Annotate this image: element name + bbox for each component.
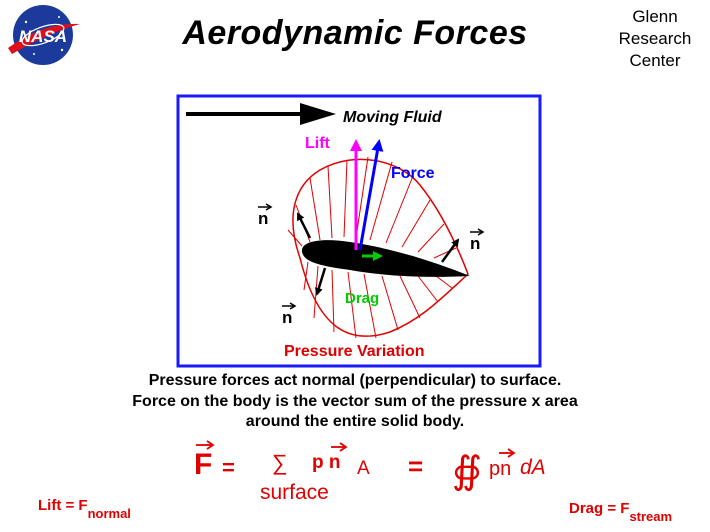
center-name-line-3: Center <box>629 51 681 70</box>
normal-label-upper-left: n <box>258 203 273 228</box>
lift-definition-subscript: normal <box>87 506 131 521</box>
caption-line-3: around the entire solid body. <box>245 413 465 430</box>
lift-label: Lift <box>305 135 331 152</box>
eq-force-symbol: F <box>194 448 213 481</box>
eq-pn-vector: pn <box>489 458 512 480</box>
vector-bars <box>196 440 516 458</box>
drag-label: Drag <box>345 290 379 307</box>
diagram-frame <box>176 94 542 368</box>
svg-text:n: n <box>258 209 268 228</box>
eq-dA: dA <box>520 456 546 479</box>
airfoil <box>301 240 470 277</box>
pressure-label: Pressure Variation <box>284 343 425 360</box>
caption-line-1: Pressure forces act normal (perpendicula… <box>148 372 562 389</box>
normal-arrow-lower-left <box>314 267 327 296</box>
pressure-envelope <box>292 158 469 337</box>
drag-definition: Drag = Fstream <box>569 500 672 524</box>
nasa-logo-text: NASA <box>19 27 67 46</box>
page-title: Aerodynamic Forces <box>182 14 528 52</box>
eq-equals-2: = <box>408 451 424 481</box>
normal-arrow-right <box>440 238 460 263</box>
normal-label-right: n <box>470 228 485 253</box>
force-label: Force <box>391 165 435 182</box>
center-name-line-2: Research <box>618 29 692 48</box>
svg-text:n: n <box>470 234 480 253</box>
lift-definition-main: Lift = F <box>38 497 88 514</box>
force-arrow <box>358 139 384 251</box>
normal-label-lower-left: n <box>282 302 297 327</box>
eq-pn: p n <box>312 452 341 473</box>
pressure-lines <box>287 156 457 339</box>
svg-text:n: n <box>282 308 292 327</box>
center-name-line-1: Glenn <box>632 7 678 26</box>
nasa-logo: NASA <box>8 5 80 65</box>
eq-surface-label: surface <box>260 481 329 504</box>
normal-arrow-upper-left <box>296 212 312 239</box>
eq-surface-integral: ∯ <box>452 450 482 492</box>
flow-arrow-head <box>300 103 336 125</box>
eq-sum-symbol: ∑ <box>272 450 288 475</box>
lift-definition: Lift = Fnormal <box>38 497 131 521</box>
eq-area-symbol: A <box>357 458 370 479</box>
caption-line-2: Force on the body is the vector sum of t… <box>132 393 578 410</box>
drag-definition-main: Drag = F <box>569 500 630 517</box>
drag-definition-subscript: stream <box>629 509 673 524</box>
eq-equals-1: = <box>222 455 235 480</box>
center-name: Glenn Research Center <box>600 6 710 72</box>
flow-label: Moving Fluid <box>343 109 443 126</box>
